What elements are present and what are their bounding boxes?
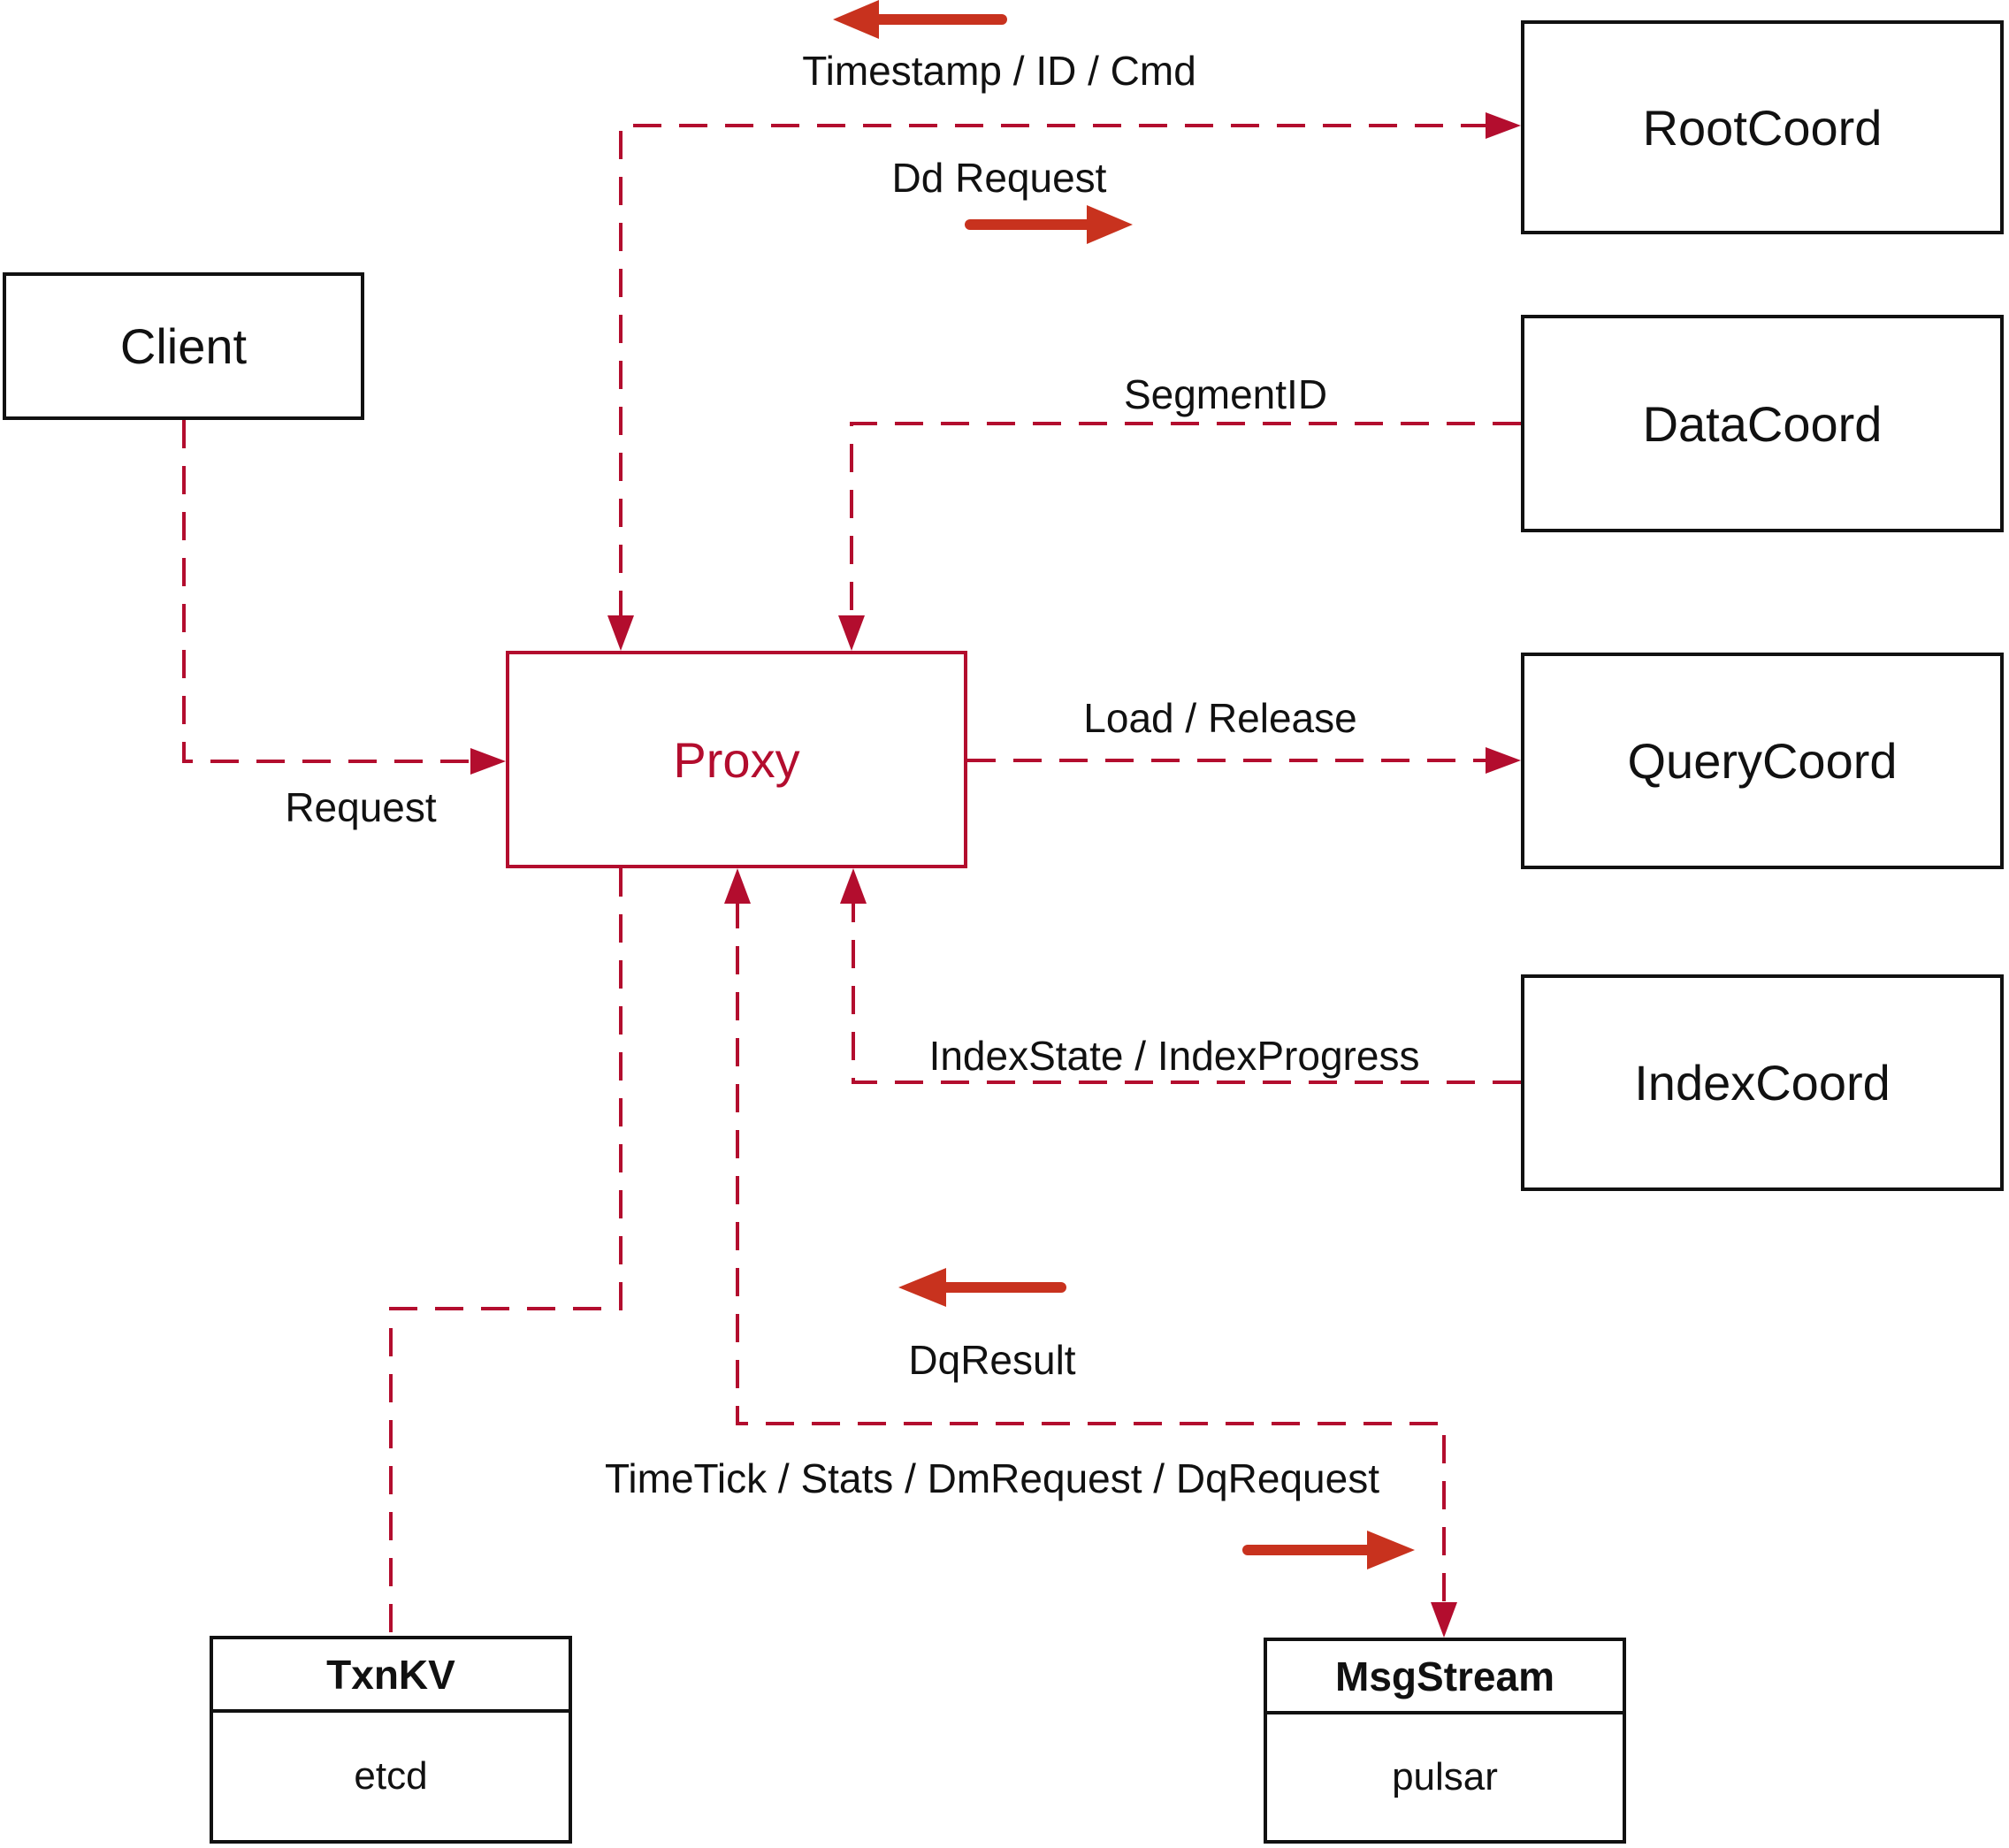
edge-label-request: Request bbox=[285, 784, 437, 830]
proxy-label: Proxy bbox=[673, 731, 800, 788]
edge-datacoord-proxy bbox=[850, 422, 1521, 619]
arrowhead-into-msgstream bbox=[1431, 1602, 1457, 1638]
client-node: Client bbox=[3, 272, 364, 420]
client-label: Client bbox=[119, 318, 248, 374]
arrowhead-into-querycoord bbox=[1486, 747, 1521, 774]
arrowhead-into-proxy-bottom-right bbox=[840, 868, 867, 904]
datacoord-label: DataCoord bbox=[1642, 395, 1883, 452]
proxy-node: Proxy bbox=[506, 651, 967, 868]
msgstream-title: MsgStream bbox=[1267, 1641, 1623, 1714]
annotation-arrow-dq-result-left bbox=[898, 1268, 1066, 1307]
txnkv-node: TxnKV etcd bbox=[210, 1636, 572, 1844]
querycoord-label: QueryCoord bbox=[1627, 733, 1898, 789]
indexcoord-node: IndexCoord bbox=[1521, 974, 2004, 1191]
edge-label-load-release: Load / Release bbox=[1083, 695, 1357, 741]
arrowhead-into-rootcoord bbox=[1486, 112, 1521, 139]
annotation-arrow-timetick-right bbox=[1242, 1531, 1415, 1569]
querycoord-node: QueryCoord bbox=[1521, 653, 2004, 869]
rootcoord-node: RootCoord bbox=[1521, 20, 2004, 234]
rootcoord-label: RootCoord bbox=[1642, 99, 1883, 156]
edge-proxy-txnkv bbox=[389, 868, 623, 1636]
annotation-arrow-timestamp-left bbox=[833, 0, 1007, 39]
edge-proxy-msgstream bbox=[736, 900, 1446, 1606]
arrowhead-into-proxy-left bbox=[470, 748, 506, 775]
txnkv-subtitle: etcd bbox=[354, 1754, 428, 1798]
edge-label-index-state: IndexState / IndexProgress bbox=[928, 1033, 1420, 1079]
edge-label-dd-request: Dd Request bbox=[891, 155, 1107, 201]
arrowhead-into-proxy-bottom-mid bbox=[724, 868, 751, 904]
datacoord-node: DataCoord bbox=[1521, 315, 2004, 532]
edge-client-proxy bbox=[182, 420, 474, 763]
edge-label-timetick: TimeTick / Stats / DmRequest / DqRequest bbox=[605, 1455, 1379, 1501]
txnkv-title: TxnKV bbox=[213, 1639, 569, 1713]
msgstream-subtitle: pulsar bbox=[1392, 1755, 1498, 1798]
msgstream-node: MsgStream pulsar bbox=[1264, 1638, 1626, 1844]
edge-indexcoord-proxy bbox=[852, 900, 1521, 1084]
annotation-arrow-dd-request-right bbox=[965, 205, 1133, 244]
arrowhead-into-proxy-top-right bbox=[838, 615, 865, 651]
edge-proxy-rootcoord bbox=[619, 124, 1489, 619]
edge-label-segment-id: SegmentID bbox=[1123, 371, 1328, 417]
edge-label-dq-result: DqResult bbox=[908, 1337, 1076, 1383]
edge-label-timestamp: Timestamp / ID / Cmd bbox=[802, 48, 1196, 94]
indexcoord-label: IndexCoord bbox=[1634, 1055, 1891, 1111]
arrowhead-into-proxy-top-left bbox=[607, 615, 634, 651]
